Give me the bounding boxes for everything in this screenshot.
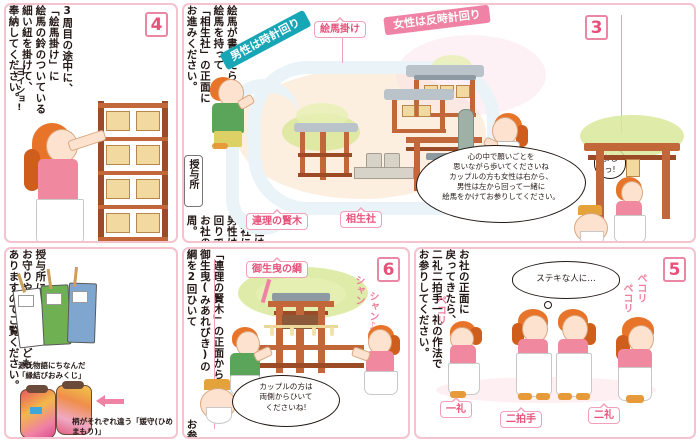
leader-line-ema-kake <box>342 37 344 63</box>
caption-omikuji: 源氏物語にちなんだ 「縁結びおみくじ」 <box>18 361 86 380</box>
sfx-pekori-1: ペコリ <box>635 273 646 303</box>
label-aioi-no-yashiro: 相生社 <box>340 207 382 228</box>
sfx-shan-2: シャン♪ <box>367 291 378 332</box>
label-ema-kake: 絵馬掛け <box>314 17 366 38</box>
speech-bubble-couple-rope: カップルの方は 両側からひいて くださいね! <box>232 375 340 427</box>
illustration-torii-scene <box>574 115 688 241</box>
illustration-man-green <box>200 71 256 149</box>
label-nihakushu: 二拍手 <box>500 407 542 428</box>
label-jyuyosho: 授与所 <box>184 155 203 207</box>
step-number-6: 6 <box>377 257 400 282</box>
label-renri-no-sakaki: 連理の賢木 <box>246 209 308 230</box>
panel-step-6: 6 「連理の賢木」の正面から 御生曳(みあれびき)の 綱を2回ひいて お参りをし… <box>182 247 410 439</box>
arrow-head-himemamori <box>96 395 105 407</box>
speech-bubble-walk-instruction: 心の中で願いごとを 思いながら歩いてくださいね カップルの方も女性は右から、 男… <box>416 145 586 223</box>
panel-3-divider <box>620 15 622 133</box>
panel-6-divider <box>214 259 216 429</box>
arrow-to-himemamori <box>102 399 124 404</box>
panel-step-4: 4 3周目の途中に、 「絵馬掛け」に 絵馬の鈴のついている 細い紐を掛けて、 奉… <box>4 3 178 243</box>
panel-step-5: 5 お社の正面に 戻ってきたら、 二礼二拍手一礼の作法で お参りしてください。 … <box>414 247 696 439</box>
step-number-5: 5 <box>663 257 686 282</box>
panel-6-body-left: お参りをしておわりです。 <box>184 419 197 437</box>
label-miare-rope: 御生曳の綱 <box>246 257 308 278</box>
illustration-bowing-trio <box>426 305 676 413</box>
sfx-pekori-3: ペコリ <box>434 295 446 325</box>
sfx-yoisho: ヨイショ! <box>14 67 25 113</box>
illustration-girl-hanging-ema <box>10 101 176 241</box>
panel-5-body: お社の正面に 戻ってきたら、 二礼二拍手一礼の作法で お参りしてください。 <box>417 249 470 369</box>
label-ichirei: 一礼 <box>440 397 472 418</box>
illustration-shrine-map <box>186 27 586 241</box>
illustration-omikuji <box>12 266 112 355</box>
sfx-pekori-2: ペコリ <box>621 283 632 313</box>
panel-4-body: 3周目の途中に、 「絵馬掛け」に 絵馬の鈴のついている 細い紐を掛けて、 奉納し… <box>7 5 74 114</box>
label-nirei: 二礼 <box>588 403 620 424</box>
sfx-shan-1: シャン <box>353 275 364 305</box>
thought-bubble-dot <box>544 301 552 309</box>
panel-jyuyosho-goods: 授与所には お守りやおみくじなども ありますのでご覧ください。 源氏物語にちなん… <box>4 247 178 439</box>
illustration-himemamori <box>20 381 100 437</box>
step-number-3: 3 <box>585 15 608 40</box>
step-number-4: 4 <box>145 12 168 37</box>
caption-himemamori: 柄がそれぞれ違う「媛守(ひめまもり)」 ちりめん生地が華やかです <box>72 417 173 437</box>
panel-step-3: 絵馬が書けたら 絵馬を持って 「相生社」の正面に お進みください。 3 女性は … <box>182 3 696 243</box>
thought-bubble-suteki: ステキな人に… <box>512 261 620 299</box>
